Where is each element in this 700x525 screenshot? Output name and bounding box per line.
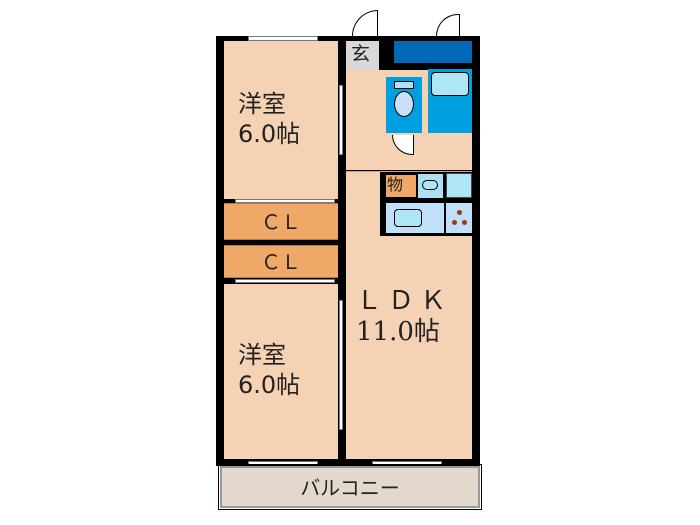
western-room-1: 洋室 6.0帖 bbox=[224, 41, 338, 199]
room-size: 6.0帖 bbox=[238, 371, 301, 399]
kitchen-sink-icon bbox=[394, 209, 422, 227]
kitchen-counter bbox=[386, 203, 444, 233]
ldk-upper bbox=[346, 172, 380, 236]
door[interactable] bbox=[436, 14, 460, 36]
shoe-storage bbox=[394, 41, 472, 63]
window bbox=[372, 461, 442, 465]
room-name: 洋室 bbox=[238, 341, 286, 369]
balcony: バルコニー bbox=[218, 464, 482, 510]
closet-1: ＣＬ bbox=[224, 203, 338, 240]
balcony-label: バルコニー bbox=[300, 476, 400, 500]
bathtub-icon bbox=[431, 72, 469, 96]
western-room-2: 洋室 6.0帖 bbox=[224, 284, 338, 459]
ldk-size: 11.0帖 bbox=[356, 317, 440, 347]
entrance-label: 玄 bbox=[351, 43, 371, 65]
room-name: 洋室 bbox=[238, 90, 286, 118]
storage: 物 bbox=[386, 175, 416, 197]
toilet-room bbox=[386, 77, 422, 133]
closet-2: ＣＬ bbox=[224, 245, 338, 278]
entrance: 玄 bbox=[346, 41, 379, 70]
closet-label: ＣＬ bbox=[261, 250, 301, 274]
hall-divider bbox=[346, 171, 472, 172]
closet-door bbox=[235, 199, 335, 203]
storage-label: 物 bbox=[387, 175, 404, 194]
sink bbox=[446, 173, 472, 198]
toilet-icon bbox=[394, 91, 414, 117]
entrance-door[interactable] bbox=[352, 10, 378, 36]
stove bbox=[446, 203, 472, 233]
ldk-label: ＬＤＫ bbox=[356, 286, 453, 316]
window bbox=[248, 461, 318, 465]
window bbox=[248, 36, 318, 41]
bath-room bbox=[428, 69, 472, 133]
washer-area bbox=[418, 174, 443, 198]
closet-door bbox=[235, 279, 335, 283]
room-size: 6.0帖 bbox=[238, 120, 301, 148]
closet-label: ＣＬ bbox=[261, 210, 301, 234]
sliding-door[interactable] bbox=[339, 300, 343, 430]
ldk bbox=[346, 236, 472, 459]
sliding-door[interactable] bbox=[339, 85, 343, 155]
